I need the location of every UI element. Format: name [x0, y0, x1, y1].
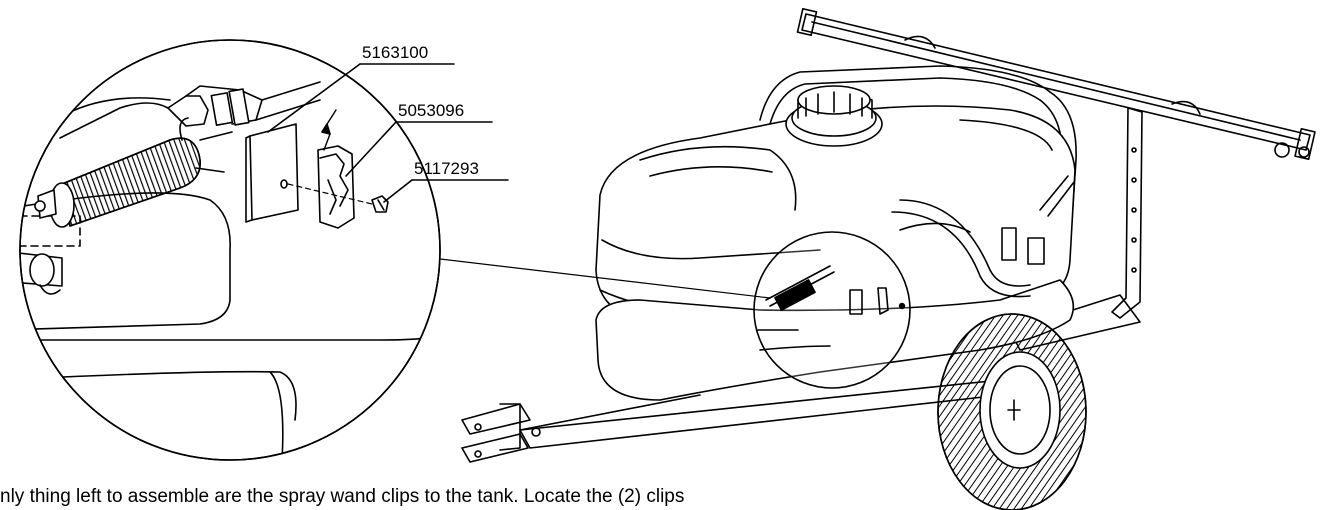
- mounting-screw: [371, 195, 389, 213]
- trailer-tongue: [461, 379, 1011, 463]
- part-callout-5117293: 5117293: [383, 159, 509, 203]
- instruction-text: nly thing left to assemble are the spray…: [0, 486, 685, 507]
- mounting-plate: [245, 123, 299, 223]
- part-number-label: 5117293: [414, 159, 479, 178]
- part-number-label: 5163100: [362, 43, 428, 62]
- sprayer-trailer: [461, 7, 1316, 510]
- leader-line: [397, 253, 771, 299]
- part-callout-5163100: 5163100: [267, 43, 455, 133]
- part-callout-5053096: 5053096: [345, 101, 493, 177]
- part-number-label: 5053096: [398, 101, 464, 120]
- spray-boom: [796, 7, 1316, 319]
- spray-tank: [595, 85, 1076, 401]
- spray-wand: [34, 81, 321, 228]
- detail-reference-circle: [753, 231, 911, 389]
- spray-wand-clip: [317, 109, 355, 229]
- trailer-wheel: [937, 313, 1087, 510]
- detail-zoom-view: [19, 39, 441, 461]
